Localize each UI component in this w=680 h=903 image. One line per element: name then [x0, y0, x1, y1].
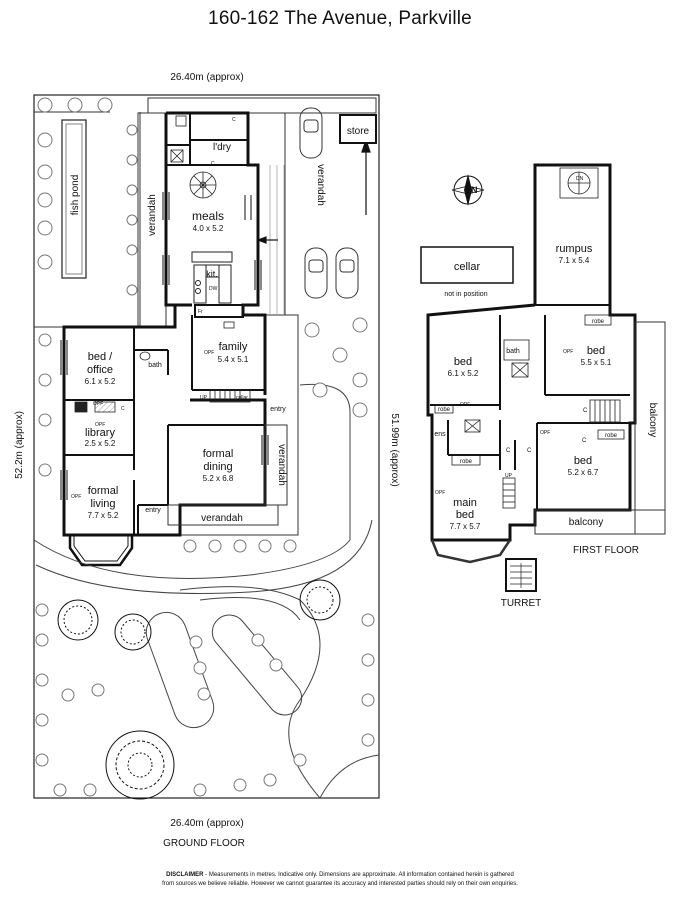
site-boundary [33, 94, 380, 799]
cellar-stair-label: cellar [236, 395, 248, 401]
north-arrow-icon: N [451, 174, 485, 206]
verandah-east-label: verandah [276, 444, 287, 486]
spiral-stair [189, 171, 217, 199]
rumpus-size: 7.1 x 5.4 [559, 256, 590, 265]
opf-ff-label-1: OPF [460, 402, 470, 408]
bath-ff-label: bath [506, 348, 520, 355]
opf-label-2: OPF [93, 401, 103, 407]
north-label: N [471, 185, 478, 195]
bath-label: bath [148, 362, 162, 369]
up-label: UP [200, 395, 208, 401]
balcony-east-label: balcony [647, 403, 658, 437]
bed-a-label: bed [454, 356, 472, 368]
page-title: 160-162 The Avenue, Parkville [208, 8, 472, 29]
cellar-note: not in position [444, 291, 487, 298]
formal-dining-size: 5.2 x 6.8 [203, 474, 234, 483]
c-label-3: C [211, 161, 215, 167]
cellar-label: cellar [454, 261, 481, 273]
formal-dining-label-2: dining [203, 461, 232, 473]
opf-ff-label-3: OPF [563, 349, 573, 355]
family-label: family [219, 341, 248, 353]
family-size: 5.4 x 5.1 [218, 355, 249, 364]
c-label: C [121, 406, 125, 412]
ldry-label: l'dry [213, 142, 231, 153]
verandah-front-label: verandah [201, 513, 243, 524]
formal-living-label-1: formal [88, 485, 119, 497]
disclaimer-line-2: from sources we believe reliable. Howeve… [162, 881, 518, 887]
fish-pond: fish pond [61, 119, 87, 279]
opf-label: OPF [204, 350, 214, 356]
disclaimer-line-1: - Measurements in metres. Indicative onl… [203, 872, 514, 878]
dim-top: 26.40m (approx) [170, 72, 243, 83]
tree-icon [57, 579, 341, 800]
opf-label-4: OPF [71, 494, 81, 500]
bed-a-size: 6.1 x 5.2 [448, 369, 479, 378]
c-ff-label-4: C [583, 408, 588, 414]
bed-office-label-1: bed / [88, 351, 113, 363]
first-floor-labels: rumpus 7.1 x 5.4 DN bed 6.1 x 5.2 bath b… [434, 176, 658, 556]
ens-label: ens [434, 431, 446, 438]
c-ff-label-2: C [527, 448, 532, 454]
entry-side-label: entry [270, 406, 286, 413]
turret: TURRET [501, 558, 542, 609]
carport: verandah [256, 107, 371, 315]
bed-office-label-2: office [87, 364, 113, 376]
opf-label-3: OPF [95, 422, 105, 428]
robe-label-1: robe [592, 319, 605, 325]
bed-office-size: 6.1 x 5.2 [85, 377, 116, 386]
dim-left: 52.2m (approx) [14, 411, 25, 479]
disclaimer-bold: DISCLAIMER [166, 872, 204, 878]
dim-right: 51.99m (approx) [389, 413, 400, 486]
bay-window [68, 535, 134, 567]
first-floor-label: FIRST FLOOR [573, 545, 639, 556]
bed-b-size: 5.5 x 5.1 [581, 358, 612, 367]
kitchen-fittings [191, 251, 233, 304]
stair-ground [209, 389, 251, 403]
main-bed-label-1: main [453, 497, 477, 509]
dn-label: DN [576, 176, 584, 182]
rumpus-label: rumpus [556, 243, 593, 255]
library-label: library [85, 427, 115, 439]
ground-floor-walls [62, 111, 267, 537]
fr-label: Fr [198, 309, 203, 315]
meals-size: 4.0 x 5.2 [193, 224, 224, 233]
opf-ff-label-4: OPF [540, 430, 550, 436]
ground-floor-labels: l'dry meals 4.0 x 5.2 kit. DW Fr family … [71, 117, 287, 524]
dw-label: DW [209, 286, 218, 292]
entry-front-label: entry [145, 507, 161, 514]
disclaimer: DISCLAIMER - Measurements in metres. Ind… [60, 871, 620, 889]
shrub-icon [35, 97, 375, 797]
robe-label-2: robe [438, 407, 451, 413]
c-label-2: C [232, 117, 236, 123]
bed-b-label: bed [587, 345, 605, 357]
robe-label-3: robe [460, 459, 473, 465]
ground-floor-label: GROUND FLOOR [163, 838, 245, 849]
verandah-left-label: verandah [147, 194, 158, 236]
cellar: cellar not in position [420, 246, 514, 298]
up-ff-label: UP [505, 473, 513, 479]
bed-c-size: 5.2 x 6.7 [568, 468, 599, 477]
bed-c-label: bed [574, 455, 592, 467]
main-bed-size: 7.7 x 5.7 [450, 522, 481, 531]
library-size: 2.5 x 5.2 [85, 439, 116, 448]
robe-label-4: robe [605, 433, 618, 439]
meals-label: meals [192, 209, 224, 223]
dim-bottom: 26.40m (approx) [170, 818, 243, 829]
fish-pond-label: fish pond [70, 175, 81, 216]
verandah-drive-label: verandah [315, 164, 326, 206]
main-bed-label-2: bed [456, 509, 474, 521]
formal-living-size: 7.7 x 5.2 [88, 511, 119, 520]
c-ff-label-1: C [506, 448, 511, 454]
c-ff-label-3: C [582, 438, 587, 444]
kit-label: kit. [206, 269, 218, 279]
store-label: store [347, 126, 370, 137]
turret-label: TURRET [501, 598, 542, 609]
car-icon [299, 107, 359, 299]
balcony-south-label: balcony [569, 517, 603, 528]
opf-ff-label-2: OPF [435, 490, 445, 496]
formal-dining-label-1: formal [203, 448, 234, 460]
formal-living-label-2: living [90, 498, 115, 510]
